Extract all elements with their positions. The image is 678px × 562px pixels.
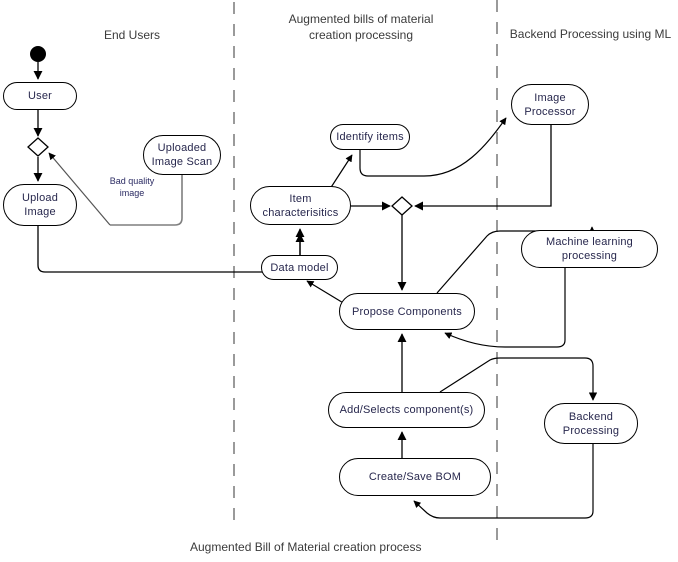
edge-backend-to-create-save <box>413 444 594 519</box>
decision-diamond-merge <box>391 196 413 216</box>
node-machine-learning-processing[interactable]: Machine learning processing <box>521 230 658 268</box>
node-upload-image[interactable]: Upload Image <box>3 184 77 226</box>
node-data-model[interactable]: Data model <box>261 255 338 280</box>
edge-uploaded-scan-to-decision <box>110 175 183 226</box>
edge-add-selects-to-backend <box>439 357 598 401</box>
lane-title-end-users: End Users <box>103 28 161 42</box>
node-user[interactable]: User <box>3 82 77 110</box>
node-image-processor[interactable]: Image Processor <box>511 84 589 125</box>
start-node <box>30 46 46 62</box>
node-identify-items[interactable]: Identify items <box>330 124 410 150</box>
node-create-save-bom[interactable]: Create/Save BOM <box>339 458 491 496</box>
lane-title-backend-ml: Backend Processing using ML <box>509 27 672 41</box>
lane-title-augmented-bills: Augmented bills of material creation pro… <box>288 12 434 42</box>
edge-propose-to-data-model <box>306 280 346 305</box>
edge-label-bad-quality-image: Bad quality image <box>109 176 155 198</box>
node-propose-components[interactable]: Propose Components <box>339 293 475 330</box>
edge-ml-to-propose <box>444 268 566 348</box>
node-uploaded-image-scan[interactable]: Uploaded Image Scan <box>143 135 221 175</box>
decision-diamond-upload <box>27 137 49 157</box>
node-add-selects-components[interactable]: Add/Selects component(s) <box>328 392 485 428</box>
node-backend-processing[interactable]: Backend Processing <box>544 403 638 444</box>
edge-uploaded-scan-to-decision-diagonal <box>48 152 111 226</box>
edge-image-processor-to-merge <box>414 125 552 211</box>
edge-identify-items-to-image-processor <box>359 117 507 177</box>
node-item-characterisitics[interactable]: Item characterisitics <box>250 186 351 225</box>
diagram-caption: Augmented Bill of Material creation proc… <box>190 540 422 554</box>
edge-item-char-to-identify-items <box>327 154 353 193</box>
